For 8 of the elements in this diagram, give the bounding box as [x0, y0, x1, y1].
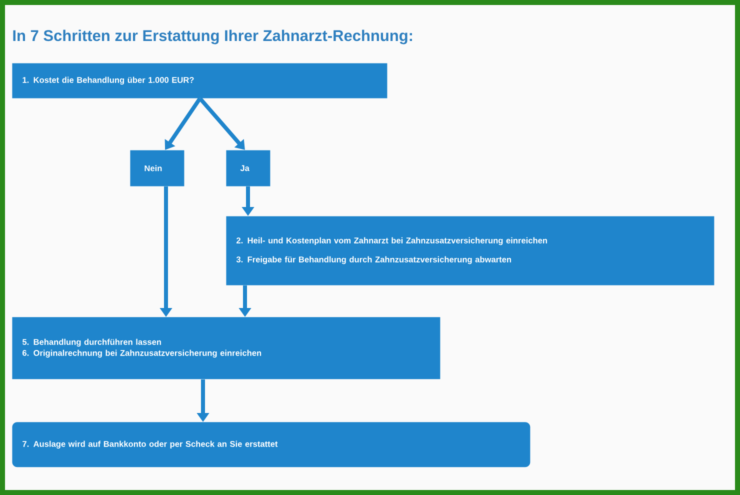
process-box: 5. Behandlung durchführen lassen 6. Originalrechnung bei Zahnzusatzversicherung einreichen: [12, 317, 440, 380]
decision-box: 1. Kostet die Behandlung über 1.000 EUR?: [12, 63, 388, 98]
answer-box: Nein: [130, 150, 184, 186]
answer-box: Ja: [226, 150, 270, 186]
arrow: [198, 97, 245, 150]
process-box: 2. Heil- und Kostenplan vom Zahnarzt bei Zahnzusatzversicherung einreichen 3. Freigabe für Behandlung durch Zahnzusatzversicherung abwarten: [226, 216, 714, 286]
result-box: 7. Auslage wird auf Bankkonto oder per Scheck an Sie erstattet: [12, 422, 530, 468]
title: In 7 Schritten zur Erstattung Ihrer Zahnarzt-Rechnung:: [13, 30, 412, 44]
